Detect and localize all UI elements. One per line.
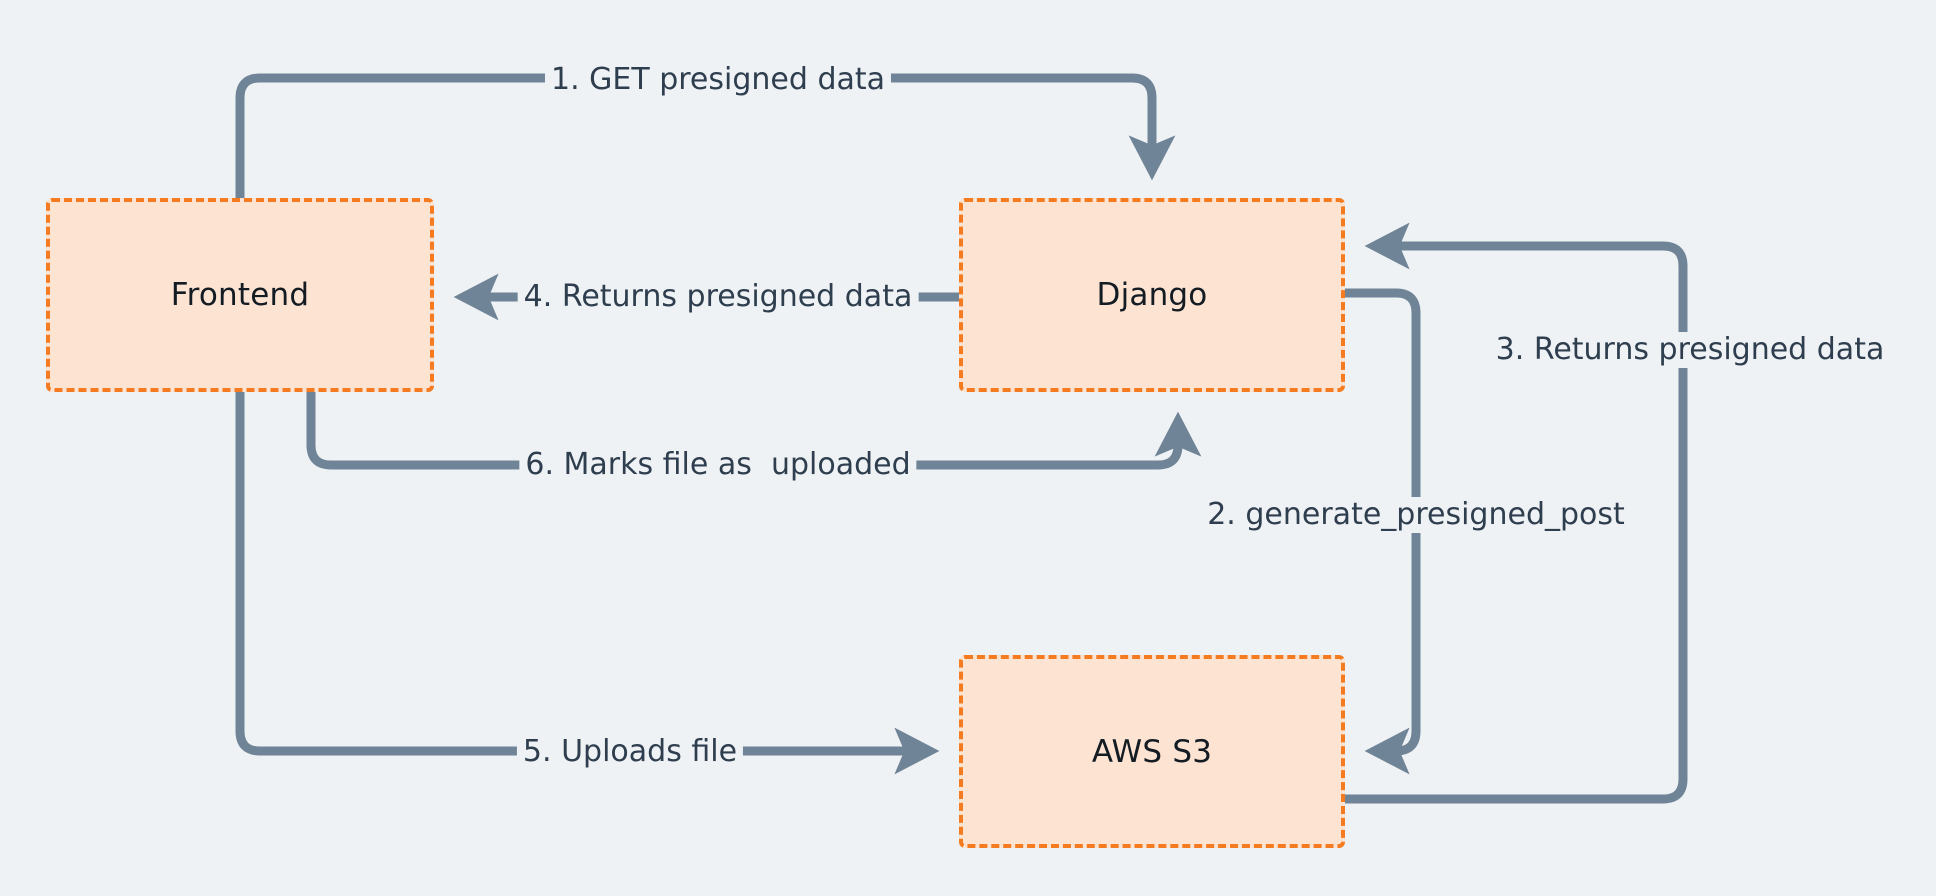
node-django-label: Django (1096, 277, 1208, 313)
node-aws-s3-label: AWS S3 (1091, 733, 1213, 770)
edge-path-6 (306, 387, 1202, 470)
edge-path-1 (235, 73, 1176, 203)
node-django[interactable]: Django (959, 198, 1345, 392)
node-frontend[interactable]: Frontend (46, 198, 434, 392)
node-frontend-label: Frontend (170, 277, 310, 313)
node-aws-s3[interactable]: AWS S3 (959, 655, 1345, 848)
edge-path-2 (1340, 288, 1421, 775)
edge-path-5 (235, 387, 940, 775)
edge-path-3 (1340, 222, 1688, 804)
